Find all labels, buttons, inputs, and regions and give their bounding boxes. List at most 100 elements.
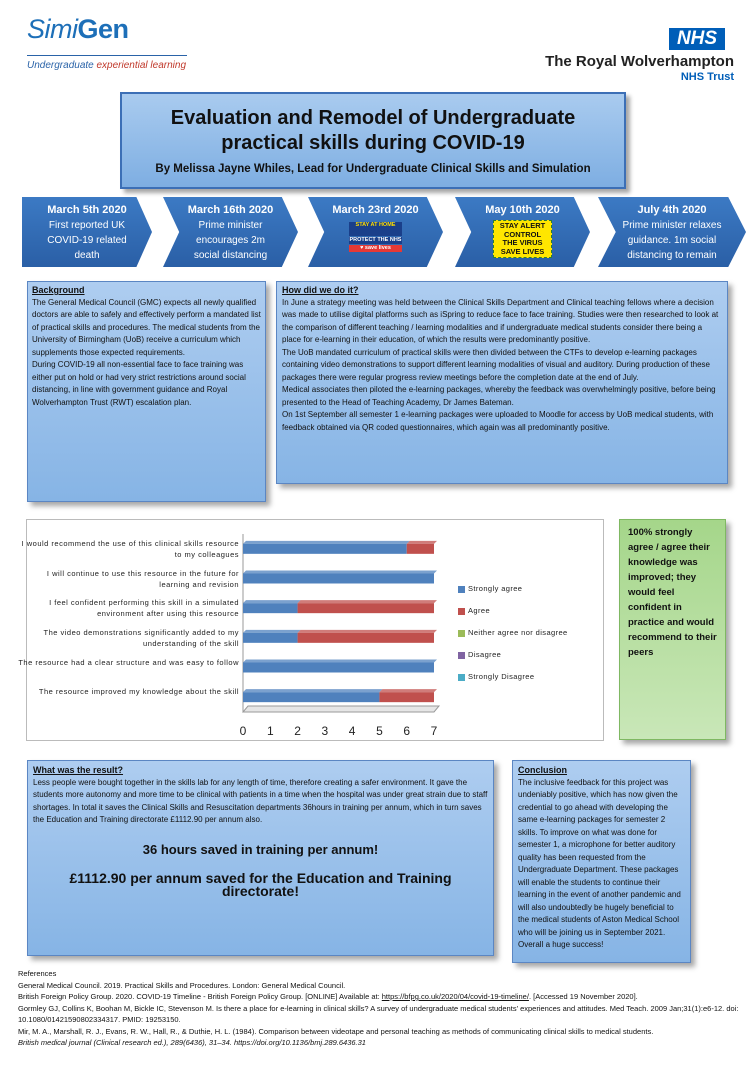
sign-line: THE VIRUS (502, 238, 543, 247)
how-paragraph: The UoB mandated curriculum of practical… (282, 347, 710, 382)
sign-line: CONTROL (503, 229, 542, 239)
bar-segment-top (406, 540, 437, 544)
title-line-2: practical skills during COVID-19 (221, 132, 525, 154)
reference-item: Gormley GJ, Collins K, Boohan M, Bickle … (18, 1003, 739, 1025)
conclusion-heading: Conclusion (518, 765, 567, 775)
x-tick-label: 7 (431, 724, 438, 738)
timeline-date: May 10th 2020 (485, 204, 560, 216)
logo-simi-text: Simi (27, 14, 78, 44)
reference-item: General Medical Council. 2019. Practical… (18, 980, 346, 990)
logo-tagline: Undergraduate experiential learning (27, 60, 186, 71)
legend-swatch (458, 630, 465, 637)
heart-icon: ♥ (360, 245, 364, 251)
stay-alert-sign: STAY ALERT CONTROL THE VIRUS SAVE LIVES (493, 220, 552, 258)
conclusion-panel: Conclusion The inclusive feedback for th… (512, 760, 691, 963)
x-tick-label: 0 (240, 724, 247, 738)
reference-text: Mir, M. A., Marshall, R. J., Evans, R. W… (18, 1026, 654, 1036)
bar-segment-top (243, 570, 437, 574)
timeline-date: March 16th 2020 (187, 204, 274, 216)
timeline-step-3: March 23rd 2020 STAY AT HOME PROTECT THE… (308, 197, 443, 267)
bar-segment (243, 632, 298, 643)
timeline-date: March 5th 2020 (47, 204, 127, 216)
tagline-a: Undergraduate (27, 60, 94, 71)
legend-swatch (458, 652, 465, 659)
legend-label: Strongly Disagree (468, 672, 535, 681)
sign-line: STAY ALERT (499, 221, 546, 230)
bar-segment-top (243, 600, 301, 604)
legend-label: Strongly agree (468, 584, 523, 593)
bar-segment (379, 692, 434, 703)
sign-protect-nhs: PROTECT THE NHS (349, 237, 402, 244)
trust-subtitle: NHS Trust (680, 71, 734, 83)
question-label: I will continue to use this resource in … (46, 568, 239, 589)
legend-item: Disagree (458, 650, 501, 659)
how-paragraph: On 1st September all semester 1 e-learni… (282, 410, 714, 432)
sign-line: SAVE LIVES (500, 246, 545, 256)
reference-link[interactable]: https://bfpg.co.uk/2020/04/covid-19-time… (381, 992, 529, 1001)
timeline-arrow (598, 197, 746, 267)
bar-segment (243, 603, 298, 614)
reference-text: British Foreign Policy Group. 2020. COVI… (18, 992, 382, 1001)
result-money-saved: £1112.90 per annum saved for the Educati… (69, 870, 452, 899)
timeline-step-5: July 4th 2020 Prime minister relaxes gui… (598, 197, 746, 267)
question-label: The resource improved my knowledge about… (38, 687, 239, 697)
tagline-b: experiential learning (96, 60, 187, 71)
legend-swatch (458, 586, 465, 593)
legend-item: Strongly agree (458, 584, 523, 593)
question-label: The video demonstrations significantly a… (43, 627, 239, 648)
conclusion-paragraph: The inclusive feedback for this project … (518, 777, 681, 950)
how-panel: How did we do it? In June a strategy mee… (276, 281, 728, 484)
background-paragraph: During COVID-19 all non-essential face t… (32, 360, 246, 407)
title-byline: By Melissa Jayne Whiles, Lead for Underg… (155, 163, 591, 175)
sign-save-lives: ♥ save lives (349, 245, 402, 252)
timeline-step-1: March 5th 2020 First reported UK COVID-1… (22, 197, 152, 267)
how-paragraph: In June a strategy meeting was held betw… (282, 297, 719, 345)
timeline-text: Prime minister relaxes guidance. 1m soci… (622, 220, 722, 261)
logo-underline (27, 55, 187, 56)
legend-item: Agree (458, 606, 491, 615)
bar-segment (297, 603, 434, 614)
reference-item: British Foreign Policy Group. 2020. COVI… (18, 991, 740, 1003)
bar-segment-top (243, 540, 410, 544)
x-tick-label: 4 (349, 724, 356, 738)
references-heading: References (18, 969, 57, 978)
legend-label: Neither agree nor disagree (468, 628, 568, 637)
x-tick-label: 5 (376, 724, 383, 738)
legend-label: Agree (468, 606, 491, 615)
legend-swatch (458, 608, 465, 615)
summary-box: 100% strongly agree / agree their knowle… (619, 519, 726, 740)
how-heading: How did we do it? (282, 285, 359, 295)
background-paragraph: The General Medical Council (GMC) expect… (32, 297, 261, 357)
result-panel: What was the result? Less people were bo… (27, 760, 494, 956)
x-tick-label: 6 (403, 724, 410, 738)
timeline-step-4: May 10th 2020 STAY ALERT CONTROL THE VIR… (455, 197, 590, 267)
legend-item: Strongly Disagree (458, 672, 535, 681)
nhs-logo: NHS (669, 28, 725, 50)
bar-segment (243, 692, 380, 703)
x-tick-label: 3 (322, 724, 329, 738)
question-label: The resource had a clear structure and w… (18, 657, 239, 667)
bar-segment (243, 573, 434, 584)
bar-segment (406, 543, 434, 554)
question-label: I feel confident performing this skill i… (49, 598, 239, 619)
timeline-arrow (163, 197, 298, 267)
result-heading: What was the result? (33, 765, 124, 775)
trust-name: The Royal Wolverhampton (545, 53, 734, 70)
feedback-chart-svg: 0 1 2 3 4 5 6 7 (240, 534, 441, 738)
chart-floor (241, 705, 441, 713)
how-paragraph: Medical associates then piloted the e-le… (282, 385, 716, 407)
bar-segment-top (243, 629, 301, 633)
title-line-1: Evaluation and Remodel of Undergraduate (170, 107, 576, 129)
background-panel: Background The General Medical Council (… (27, 281, 266, 502)
result-paragraph: Less people were bought together in the … (33, 777, 488, 825)
x-tick-label: 1 (267, 724, 274, 738)
timeline-arrow (22, 197, 152, 267)
x-tick-label: 2 (294, 724, 301, 738)
references: References General Medical Council. 2019… (18, 968, 740, 1049)
bar-segment (243, 543, 407, 554)
bar-segment (297, 632, 434, 643)
legend-swatch (458, 674, 465, 681)
timeline-step-2: March 16th 2020 Prime minister encourage… (163, 197, 298, 267)
bar-segment-top (243, 689, 383, 693)
